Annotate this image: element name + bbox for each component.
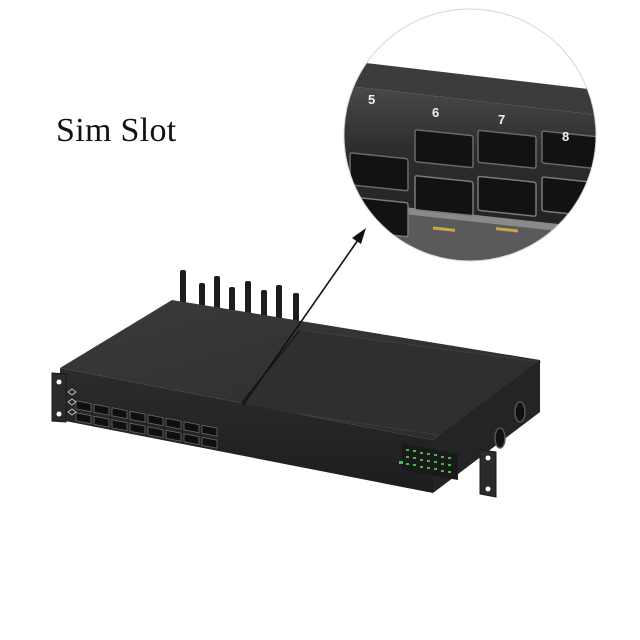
zoom-slot-row-top — [349, 129, 596, 192]
status-icons — [67, 388, 77, 416]
pointer-arrow — [242, 228, 366, 406]
port-icon — [494, 427, 506, 449]
sim-slot-array — [75, 400, 218, 449]
zoom-slot-number: 5 — [368, 92, 375, 107]
zoom-magnifier: 5 6 7 8 — [343, 8, 597, 262]
gsm-gateway-device — [51, 270, 542, 498]
zoom-slot-number: 7 — [498, 112, 505, 127]
left-rack-ear — [51, 372, 67, 423]
right-rack-ear — [479, 449, 497, 498]
port-icon — [514, 401, 526, 423]
sim-slot-caption: Sim Slot — [56, 112, 177, 149]
zoom-slot-number: 6 — [432, 105, 439, 120]
led-indicator-panel — [399, 443, 458, 480]
zoom-slot-number: 8 — [562, 129, 569, 144]
